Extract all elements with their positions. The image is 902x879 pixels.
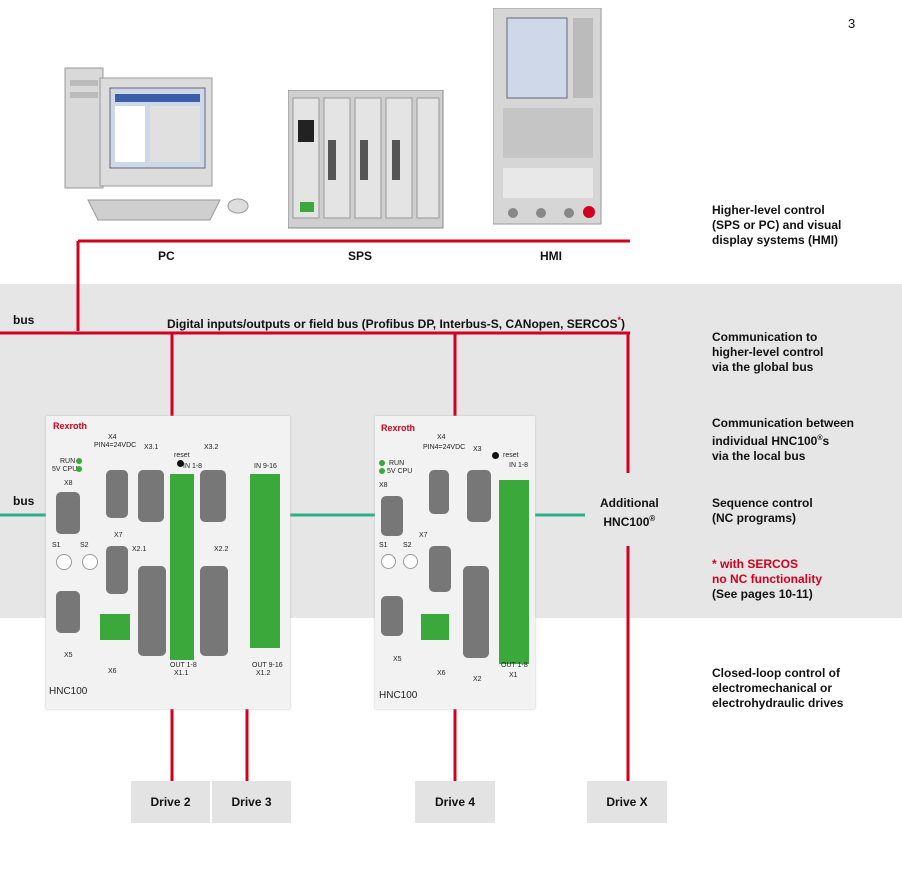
x1-label: X1 [509, 672, 518, 679]
sercos-note: * with SERCOS no NC functionality (See p… [712, 557, 822, 601]
drive-4-box: Drive 4 [415, 781, 495, 823]
x5-connector [381, 596, 403, 636]
x32-label: X3.2 [204, 444, 219, 451]
run-led-icon [76, 458, 82, 464]
x8-label: X8 [64, 480, 73, 487]
x22-label: X2.2 [214, 546, 229, 553]
reset-button[interactable] [492, 452, 499, 459]
x4-label: X4 [437, 434, 446, 441]
drive-3-box: Drive 3 [212, 781, 291, 823]
drive-x-box: Drive X [587, 781, 667, 823]
x6-label: X6 [437, 670, 446, 677]
sequence-control-description: Sequence control (NC programs) [712, 496, 813, 525]
x31-connector [138, 470, 164, 522]
rexroth-logo: Rexroth [53, 421, 88, 431]
x11-terminal-block [170, 474, 194, 660]
hnc100-module-large: Rexroth X4 PIN4=24VDC X3.1 reset X3.2 IN… [46, 416, 290, 709]
s2-rotary-switch[interactable] [82, 554, 98, 570]
pc-illustration [64, 67, 249, 221]
additional-hnc100-label: Additional HNC100® [600, 496, 659, 529]
x8-connector [56, 492, 80, 534]
x31-label: X3.1 [144, 444, 159, 451]
x12-label: X1.2 [256, 670, 271, 677]
x1-terminal-block [499, 480, 529, 664]
x3-label: X3 [473, 446, 482, 453]
rexroth-logo: Rexroth [381, 423, 416, 433]
global-bus-description: Communication to higher-level control vi… [712, 330, 824, 374]
x8-connector [381, 496, 403, 536]
s1-label: S1 [52, 542, 61, 549]
x32-connector [200, 470, 226, 522]
out18-label: OUT 1-8 [501, 662, 528, 669]
x6-terminal [100, 614, 130, 640]
in18-label: IN 1-8 [183, 463, 203, 470]
reset-button[interactable] [177, 460, 184, 467]
s1-rotary-switch[interactable] [56, 554, 72, 570]
in18-label: IN 1-8 [509, 462, 529, 469]
s2-label: S2 [80, 542, 89, 549]
x4-connector [106, 470, 128, 518]
x6-terminal [421, 614, 449, 640]
closed-loop-description: Closed-loop control of electromechanical… [712, 666, 844, 710]
x2-label: X2 [473, 676, 482, 683]
x4-label: X4 [108, 434, 117, 441]
module-name: HNC100 [49, 686, 88, 697]
hmi-label: HMI [540, 249, 562, 263]
reset-label: reset [503, 452, 519, 459]
x5-label: X5 [64, 652, 73, 659]
out916-label: OUT 9-16 [252, 662, 283, 669]
global-bus-label: bus [13, 313, 35, 327]
x7-connector [106, 546, 128, 594]
x12-terminal-block [250, 474, 280, 648]
s2-rotary-switch[interactable] [403, 554, 418, 569]
x7-label: X7 [114, 532, 123, 539]
x7-label: X7 [419, 532, 428, 539]
x21-connector [138, 566, 166, 656]
cpu-led-icon [379, 468, 385, 474]
x2-connector [463, 566, 489, 658]
x11-label: X1.1 [174, 670, 189, 677]
higher-level-description: Higher-level control (SPS or PC) and vis… [712, 203, 842, 247]
x8-label: X8 [379, 482, 388, 489]
cpu-label: 5V CPU [52, 466, 78, 473]
run-label: RUN [389, 460, 405, 467]
module-name: HNC100 [379, 690, 418, 701]
local-bus-description: Communication between individual HNC100®… [712, 416, 855, 463]
page-number: 3 [848, 16, 856, 31]
hmi-illustration [493, 8, 602, 225]
x6-label: X6 [108, 668, 117, 675]
cpu-led-icon [76, 466, 82, 472]
x21-label: X2.1 [132, 546, 147, 553]
drive-2-box: Drive 2 [131, 781, 210, 823]
pc-label: PC [158, 249, 175, 263]
x3-connector [467, 470, 491, 522]
x22-connector [200, 566, 228, 656]
pin-label: PIN4=24VDC [94, 442, 137, 449]
s2-label: S2 [403, 542, 412, 549]
hnc100-module-small: Rexroth X4 PIN4=24VDC X3 reset IN 1-8 RU… [375, 416, 535, 709]
sps-illustration [288, 90, 444, 229]
run-led-icon [379, 460, 385, 466]
out18-label: OUT 1-8 [170, 662, 197, 669]
x4-connector [429, 470, 449, 514]
x5-connector [56, 591, 80, 633]
s1-label: S1 [379, 542, 388, 549]
run-label: RUN [60, 458, 76, 465]
field-bus-label: Digital inputs/outputs or field bus (Pro… [167, 315, 625, 331]
reset-label: reset [174, 452, 190, 459]
x5-label: X5 [393, 656, 402, 663]
local-bus-label: bus [13, 494, 35, 508]
s1-rotary-switch[interactable] [381, 554, 396, 569]
in916-label: IN 9-16 [254, 463, 277, 470]
x7-connector [429, 546, 451, 592]
sps-label: SPS [348, 249, 373, 263]
cpu-label: 5V CPU [387, 468, 413, 475]
pin-label: PIN4=24VDC [423, 444, 466, 451]
